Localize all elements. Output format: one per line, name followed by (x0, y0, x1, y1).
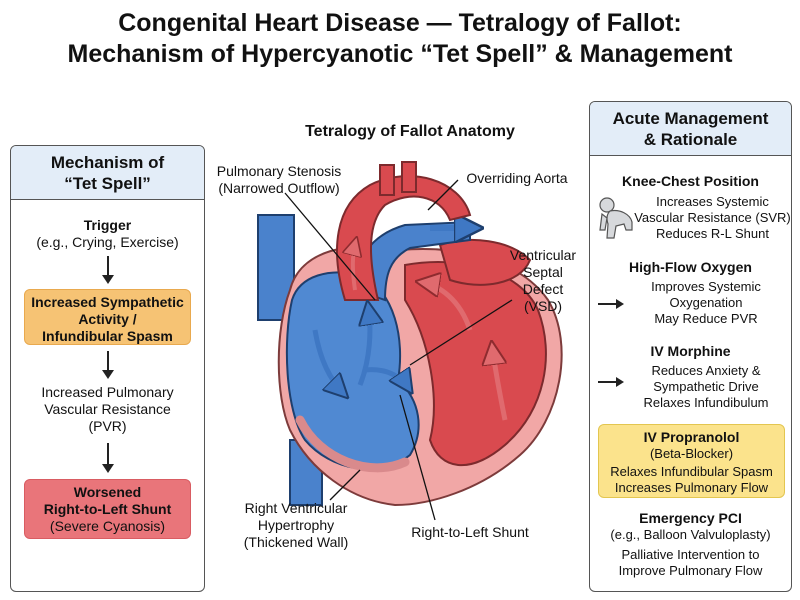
heart-illustration (257, 161, 563, 521)
pci-subtitle: (e.g., Balloon Valvuloplasty) (610, 527, 771, 542)
vsd-line-1: Ventricular (509, 247, 577, 263)
morphine-desc-2: Sympathetic Drive (653, 379, 759, 394)
step4-line-2: Right-to-Left Shunt (43, 501, 172, 517)
step3-line-2: Vascular Resistance (44, 401, 171, 417)
knee-chest-desc-3: Reduces R-L Shunt (656, 226, 769, 241)
aortic-branch-2 (401, 161, 417, 193)
page-title: Congenital Heart Disease — Tetralogy of … (0, 8, 800, 70)
morphine-desc-3: Relaxes Infundibulum (643, 395, 769, 410)
flow-arrow-2 (102, 351, 114, 379)
morphine-desc-1: Reduces Anxiety & (651, 363, 761, 378)
leader-vsd (409, 299, 513, 366)
propranolol-title: IV Propranolol (643, 429, 740, 445)
management-heading-line-1: Acute Management (612, 109, 769, 128)
morphine-title: IV Morphine (650, 343, 731, 359)
pulmonary-stenosis-label: Pulmonary Stenosis (Narrowed Outflow) (204, 163, 354, 197)
step2-line-1: Increased Sympathetic (31, 294, 184, 310)
aorta (336, 175, 472, 301)
morphine-desc: Reduces Anxiety & Sympathetic Drive Rela… (626, 363, 786, 411)
pci-title: Emergency PCI (639, 510, 742, 526)
management-panel-header: Acute Management & Rationale (590, 102, 791, 156)
aortic-branch-1 (379, 164, 395, 196)
step4-line-1: Worsened (73, 484, 142, 500)
oxygen-desc-1: Improves Systemic (651, 279, 761, 294)
management-heading-line-2: & Rationale (643, 130, 738, 149)
pci-desc-1: Palliative Intervention to (621, 547, 760, 562)
rvh-line-2: Hypertrophy (257, 517, 335, 533)
trigger-step: Trigger (e.g., Crying, Exercise) (11, 217, 204, 251)
pulmonary-stenosis-line-2: (Narrowed Outflow) (218, 180, 340, 196)
leader-overriding-aorta (427, 179, 459, 211)
mechanism-heading-line-2: “Tet Spell” (64, 174, 151, 193)
vsd-line-3: Defect (522, 281, 564, 297)
flow-arrow-1 (102, 256, 114, 284)
oxygenated-flow-arrow-2 (492, 345, 508, 421)
propranolol-subtitle: (Beta-Blocker) (649, 446, 734, 461)
knee-chest-desc: Increases Systemic Vascular Resistance (… (634, 194, 791, 242)
vsd-label: Ventricular Septal Defect (VSD) (505, 247, 581, 315)
title-line-2: Mechanism of Hypercyanotic “Tet Spell” &… (67, 40, 733, 68)
vsd-line-4: (VSD) (523, 298, 563, 314)
rvh-label: Right Ventricular Hypertrophy (Thickened… (226, 500, 366, 551)
title-line-1: Congenital Heart Disease — Tetralogy of … (118, 9, 682, 37)
step2-line-3: Infundibular Spasm (42, 328, 173, 344)
knee-chest-infant-icon (599, 197, 633, 239)
anatomy-heading: Tetralogy of Fallot Anatomy (305, 123, 515, 140)
step3-line-1: Increased Pulmonary (41, 384, 174, 400)
oxygen-arrow (598, 299, 624, 309)
aortic-flow-arrow (353, 240, 356, 291)
morphine-arrow (598, 377, 624, 387)
trigger-label: Trigger (83, 217, 132, 233)
oxygen-title: High-Flow Oxygen (629, 259, 752, 275)
oxygen-desc: Improves Systemic Oxygenation May Reduce… (626, 279, 786, 327)
worsened-shunt-step: Worsened Right-to-Left Shunt (Severe Cya… (24, 479, 191, 539)
mechanism-heading-line-1: Mechanism of (50, 153, 165, 172)
leader-pulmonary-stenosis (284, 192, 376, 301)
propranolol-box: IV Propranolol (Beta-Blocker) Relaxes In… (598, 424, 785, 498)
oxygenated-flow-arrow-1 (420, 282, 473, 331)
oxygen-desc-2: Oxygenation (669, 295, 743, 310)
vsd-line-2: Septal (523, 264, 563, 280)
deoxygenated-flow-arrow-2 (360, 305, 370, 386)
knee-chest-desc-1: Increases Systemic (656, 194, 769, 209)
mechanism-panel: Mechanism of “Tet Spell” Trigger (e.g., … (10, 145, 205, 592)
sympathetic-activity-step: Increased Sympathetic Activity / Infundi… (24, 289, 191, 345)
propranolol-desc-2: Increases Pulmonary Flow (614, 480, 769, 495)
mechanism-panel-header: Mechanism of “Tet Spell” (11, 146, 204, 200)
rv-hypertrophy-wall (295, 415, 410, 473)
shunt-flow-arrow (364, 370, 410, 390)
pci-desc: Palliative Intervention to Improve Pulmo… (590, 547, 791, 579)
leader-rvh (329, 469, 361, 501)
knee-chest-desc-2: Vascular Resistance (SVR) (634, 210, 791, 225)
propranolol-desc: Relaxes Infundibular Spasm Increases Pul… (599, 464, 784, 496)
shunt-label: Right-to-Left Shunt (411, 524, 529, 540)
management-panel: Acute Management & Rationale Knee-Chest … (589, 101, 792, 592)
overriding-aorta-label: Overriding Aorta (466, 170, 568, 186)
rvh-line-1: Right Ventricular (244, 500, 348, 516)
oxygen-desc-3: May Reduce PVR (654, 311, 758, 326)
flow-arrow-3 (102, 443, 114, 473)
deoxygenated-flow-arrow-1 (312, 329, 345, 395)
trigger-detail: (e.g., Crying, Exercise) (36, 234, 179, 250)
propranolol-desc-1: Relaxes Infundibular Spasm (610, 464, 773, 479)
knee-chest-title: Knee-Chest Position (622, 173, 759, 189)
pci-desc-2: Improve Pulmonary Flow (618, 563, 763, 578)
pvr-step: Increased Pulmonary Vascular Resistance … (11, 384, 204, 435)
step4-line-3: (Severe Cyanosis) (49, 518, 166, 534)
rvh-line-3: (Thickened Wall) (243, 534, 349, 550)
leader-shunt (399, 394, 436, 521)
step3-line-3: (PVR) (88, 418, 127, 434)
step2-line-2: Activity / (78, 311, 137, 327)
pulmonary-stenosis-line-1: Pulmonary Stenosis (216, 163, 342, 179)
